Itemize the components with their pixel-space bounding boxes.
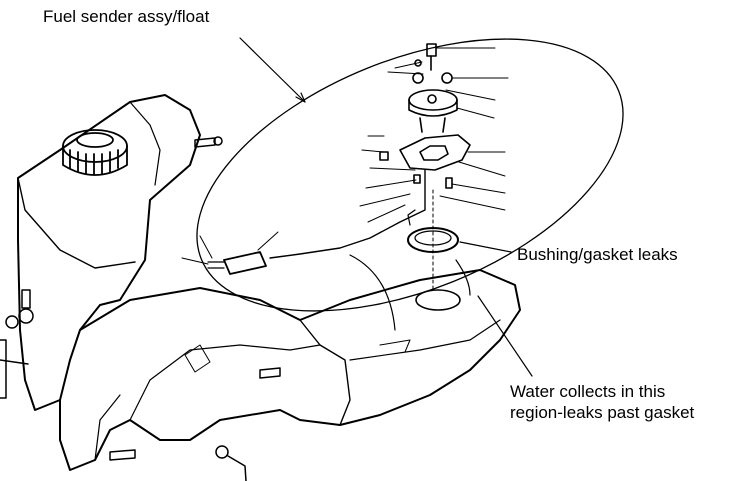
water-collects-callout: Water collects in this region-leaks past…: [510, 381, 694, 423]
pointer-fuel-sender: [239, 37, 306, 103]
vent-fitting: [194, 136, 223, 148]
fuel-sender-assembly: [207, 43, 471, 331]
pointer-water: [477, 295, 533, 377]
water-callout-line-2: region-leaks past gasket: [510, 403, 695, 422]
pointer-fuel-sender-arrowhead: [295, 92, 306, 103]
mounting-hardware: [0, 289, 281, 481]
fuel-sender-callout: Fuel sender assy/float: [43, 7, 210, 26]
fuel-tank: [17, 94, 521, 471]
part-leader-lines: [181, 47, 509, 265]
sender-highlight-ellipse: [196, 38, 624, 312]
fuel-cap: [62, 129, 128, 176]
pointer-bushing: [459, 241, 512, 253]
bushing-gasket-callout: Bushing/gasket leaks: [517, 245, 678, 264]
water-callout-line-1: Water collects in this: [510, 382, 666, 401]
callout-pointers: [239, 37, 533, 377]
